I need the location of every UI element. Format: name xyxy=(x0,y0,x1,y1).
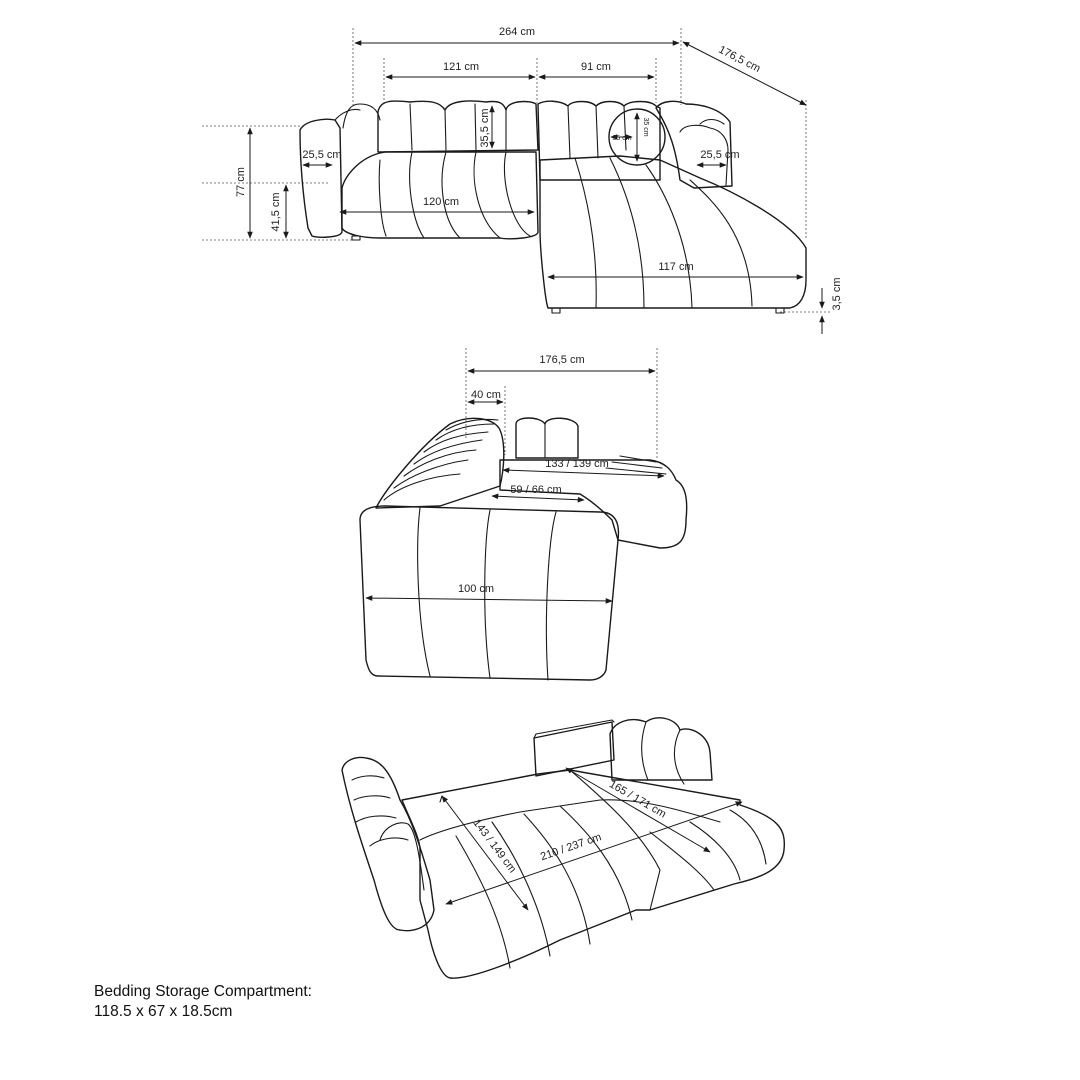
chaise-length-dim xyxy=(565,767,711,853)
round-pillow xyxy=(608,108,666,166)
storage-title: Bedding Storage Compartment: xyxy=(94,983,312,1000)
side-back xyxy=(375,417,505,509)
bed-left-back xyxy=(341,756,435,932)
bed-view: 143 / 149 cm 210 / 237 cm 165 / 171 cm xyxy=(341,717,786,979)
storage-lid xyxy=(533,721,615,777)
side-view: 176,5 cm 40 cm 133 / 139 cm 59 / 66 cm 1… xyxy=(359,348,688,681)
storage-size: 118.5 x 67 x 18.5cm xyxy=(94,1003,233,1020)
label-seat-width: 120 cm xyxy=(423,196,459,208)
side-chaise-width-dim xyxy=(365,595,613,604)
label-bed-length: 210 / 237 cm xyxy=(539,831,603,863)
label-seat-height: 41,5 cm xyxy=(270,192,282,231)
depth-dim xyxy=(682,41,807,106)
side-chaise-seat xyxy=(499,459,688,549)
label-side-chaise-width: 100 cm xyxy=(458,583,494,595)
right-arm xyxy=(655,100,733,189)
side-seat-inner-dim xyxy=(491,493,585,503)
side-back-right xyxy=(515,417,579,459)
label-height: 77 cm xyxy=(235,167,247,197)
label-pillow-height: 35 cm xyxy=(642,117,649,136)
label-arm-right: 25,5 cm xyxy=(700,149,739,161)
label-side-depth: 176,5 cm xyxy=(539,354,584,366)
storage-caption: Bedding Storage Compartment: 118.5 x 67 … xyxy=(94,982,312,1022)
left-arm xyxy=(299,118,343,238)
label-side-back-depth: 40 cm xyxy=(471,389,501,401)
label-chaise-width: 117 cm xyxy=(658,261,693,273)
label-arm-left: 25,5 cm xyxy=(302,149,341,161)
label-leg-height: 3,5 cm xyxy=(831,277,843,310)
back-cushions-left xyxy=(377,100,539,153)
label-side-seat-depth: 133 / 139 cm xyxy=(545,458,609,470)
bed-surface xyxy=(401,769,786,979)
side-chaise-front xyxy=(359,505,620,681)
label-back-height: 35,5 cm xyxy=(479,108,491,147)
bed-length-dim xyxy=(445,801,743,905)
label-pillow-width: 35 cm xyxy=(612,135,631,142)
label-back-left: 121 cm xyxy=(443,61,479,73)
chaise-seat xyxy=(539,155,807,309)
front-view: 264 cm 176,5 cm 121 cm 91 cm 35,5 cm 35 … xyxy=(202,26,843,334)
side-seat-depth-dim xyxy=(502,467,665,479)
label-back-right: 91 cm xyxy=(581,61,611,73)
bed-back-right xyxy=(609,717,713,781)
seat-left xyxy=(341,151,539,240)
label-side-seat-inner: 59 / 66 cm xyxy=(510,484,561,496)
back-cushions-right xyxy=(537,100,661,181)
label-depth: 176,5 cm xyxy=(716,44,762,75)
label-total-width: 264 cm xyxy=(499,26,535,38)
